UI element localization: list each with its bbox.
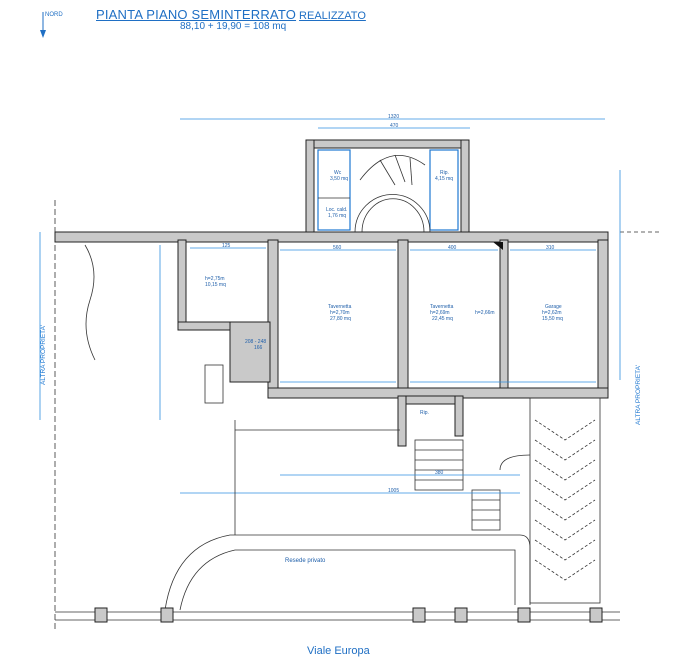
plan-status: REALIZZATO [299, 10, 366, 22]
fence-post [517, 607, 531, 623]
resede-label: Resede privato [285, 558, 326, 564]
spiral-stair-inner [361, 198, 425, 233]
taverna2-name: Tavernetta [430, 304, 454, 310]
main-wall-right [597, 239, 609, 399]
spiral-stair [354, 194, 431, 233]
spiral-stair-top [359, 155, 426, 181]
fence-post [94, 607, 108, 623]
dim-top-1-label: 1320 [388, 114, 399, 120]
left-small-stair [204, 364, 224, 404]
rip-top-name: Rip. [440, 170, 449, 176]
dim-bottom-label: 1005 [388, 488, 399, 494]
wall-left-room [177, 239, 187, 331]
resede-outer [164, 534, 531, 611]
boundary-label-right: ALTRA PROPRIETA' [635, 365, 642, 425]
mid-height: h=2,66m [475, 310, 495, 316]
rip-top-outline [429, 149, 459, 231]
wall-garage-left [499, 239, 509, 391]
north-label: NORD [45, 12, 63, 18]
neighbor-outline [84, 244, 96, 361]
garage-area: 15,50 mq [542, 316, 563, 322]
dim-small1: 208 - 248 [245, 339, 266, 345]
tower-wall-right [460, 139, 470, 236]
dim-stair-label: 380 [435, 470, 444, 476]
area-formula: 88,10 + 19,90 = 108 mq [180, 21, 287, 32]
room-left-area: 10,15 mq [205, 282, 226, 288]
rip-top-area: 4,15 mq [435, 176, 453, 182]
fence-post [589, 607, 603, 623]
taverna2-height: h=2,69m [430, 310, 450, 316]
dim-top-2-label: 470 [390, 123, 399, 129]
ramp-hatch [534, 419, 596, 581]
loc-cald-area: 1,76 mq [328, 213, 346, 219]
entrance-stair [414, 439, 464, 491]
dim-small2: 166 [254, 345, 263, 351]
dim-taverna2-label: 400 [448, 245, 457, 251]
garage-ramp [529, 397, 601, 604]
stair-step [379, 159, 396, 186]
rip-bottom-name: Rip. [420, 410, 429, 416]
dim-taverna1-label: 560 [333, 245, 342, 251]
fence-post [412, 607, 426, 623]
garage-height: h=2,62m [542, 310, 562, 316]
wc-outline [317, 149, 351, 231]
garage-name: Garage [545, 304, 562, 310]
wall-taverna-divider [397, 239, 409, 391]
stair-wall-left [397, 395, 407, 447]
taverna1-area: 27,80 mq [330, 316, 351, 322]
wall-left-room-bottom [177, 321, 231, 331]
wc-area: 3,50 mq [330, 176, 348, 182]
stair-wall-right [454, 395, 464, 437]
fence-post [160, 607, 174, 623]
stair-step [409, 157, 413, 186]
service-block [229, 321, 271, 383]
dim-garage-label: 310 [546, 245, 555, 251]
stair-step [394, 154, 406, 183]
tower-wall-left [305, 139, 315, 236]
ramp-curve [499, 454, 531, 471]
taverna2-area: 22,45 mq [432, 316, 453, 322]
corner-mark [493, 242, 503, 250]
boundary-label-left: ALTRA PROPRIETA' [40, 325, 47, 385]
stair-wall-top [397, 395, 464, 405]
plan-title: PIANTA PIANO SEMINTERRATO [96, 7, 297, 22]
taverna1-name: Tavernetta [328, 304, 352, 310]
loc-cald-name: Loc. cald. [326, 207, 347, 213]
resede-inner [179, 549, 516, 611]
main-wall-top [54, 231, 609, 243]
tower-wall-top [305, 139, 470, 149]
taverna1-height: h=2,70m [330, 310, 350, 316]
dim-left-room-label: 125 [222, 243, 231, 249]
north-arrow-icon [40, 12, 46, 38]
street-name: Viale Europa [307, 645, 370, 657]
wc-name: Wc [334, 170, 342, 176]
room-left-height: h=2,75m [205, 276, 225, 282]
fence-post [454, 607, 468, 623]
